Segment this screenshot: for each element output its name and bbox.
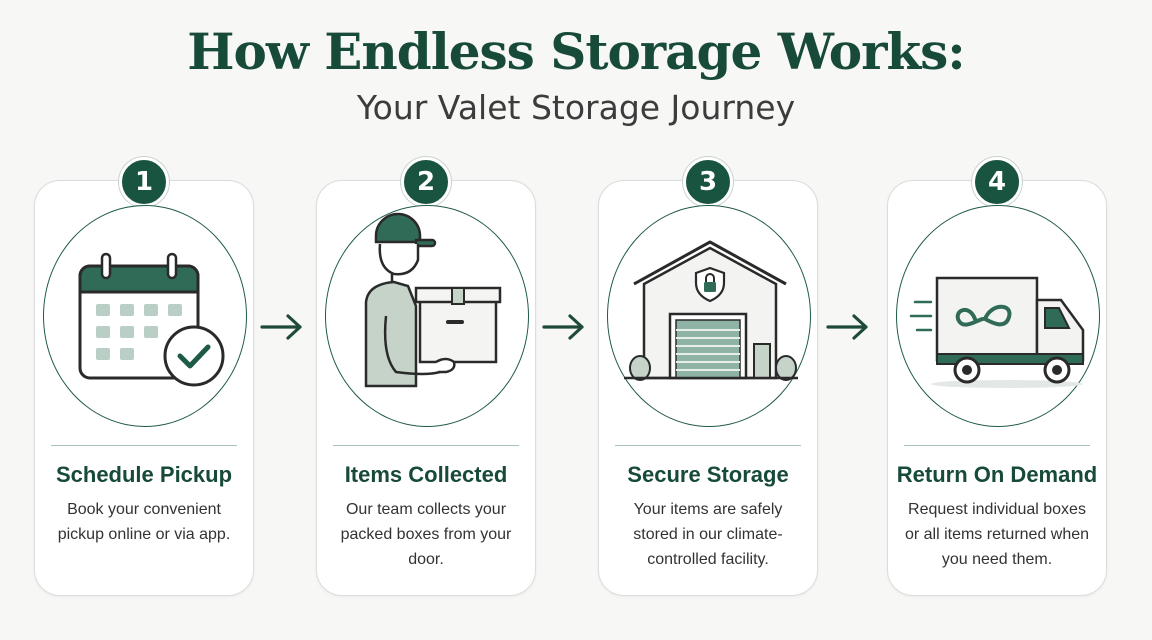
mover-with-box-icon — [364, 212, 502, 388]
delivery-truck-icon — [909, 276, 1085, 388]
step-description: Your items are safely stored in our clim… — [633, 501, 783, 568]
card-divider — [615, 445, 801, 446]
step-title: Return On Demand — [896, 462, 1098, 487]
arrow-right-icon — [542, 314, 584, 340]
page-title: How Endless Storage Works: — [187, 22, 965, 81]
step-card-secure-storage: 3 Secure Storage Your items are — [598, 157, 818, 596]
step-number-badge: 4 — [972, 157, 1022, 207]
step-number-badge: 2 — [401, 157, 451, 207]
card-divider — [51, 445, 237, 446]
step-description: Book your convenient pickup online or vi… — [57, 501, 231, 543]
step-description: Request individual boxes or all items re… — [904, 501, 1090, 568]
step-card-return-on-demand: 4 Return On Demand Request individual bo… — [887, 157, 1107, 596]
arrow-right-icon — [826, 314, 868, 340]
illustration-circle — [325, 205, 529, 427]
secure-warehouse-icon — [624, 240, 798, 381]
arrow-right-icon — [260, 314, 302, 340]
illustration-circle — [607, 205, 811, 427]
card-divider — [904, 445, 1090, 446]
card-divider — [333, 445, 519, 446]
illustration-circle — [896, 205, 1100, 427]
page-subtitle: Your Valet Storage Journey — [356, 88, 796, 127]
illustration-circle — [43, 205, 247, 427]
step-title: Items Collected — [344, 462, 508, 487]
step-card-items-collected: 2 Items Collected Our team collects your… — [316, 157, 536, 596]
step-title: Schedule Pickup — [55, 462, 233, 487]
step-title: Secure Storage — [627, 462, 789, 487]
step-card-schedule-pickup: 1 Schedule Pickup Book your convenient p — [34, 157, 254, 596]
step-description: Our team collects your packed boxes from… — [340, 501, 512, 568]
step-number-badge: 1 — [119, 157, 169, 207]
step-number-badge: 3 — [683, 157, 733, 207]
calendar-check-icon — [78, 252, 225, 387]
